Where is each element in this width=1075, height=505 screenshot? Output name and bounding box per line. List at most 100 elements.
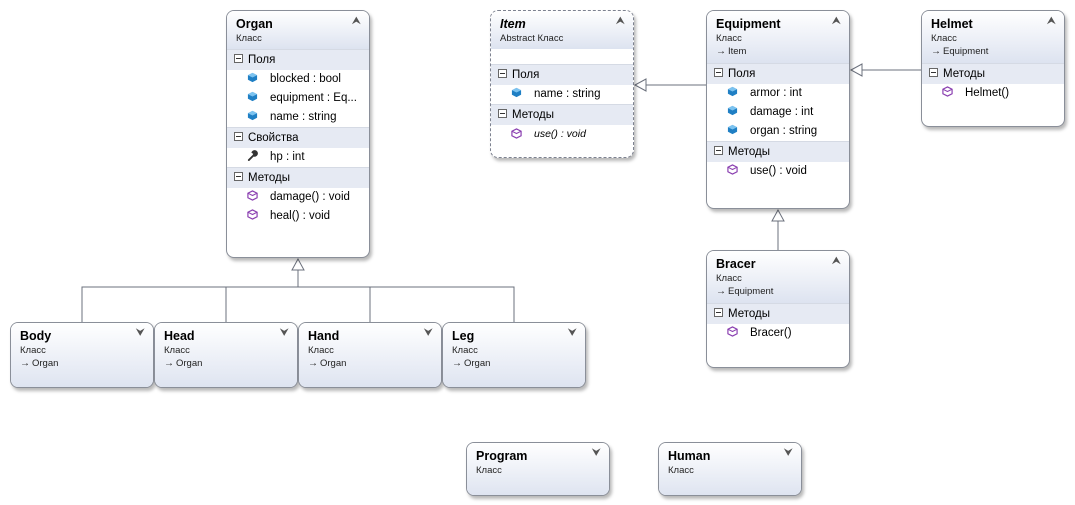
equipment-inheritance-arrowhead-right: [849, 63, 863, 77]
class-kind: Класс: [716, 273, 742, 284]
collapse-chevron-icon[interactable]: ⮝: [1046, 14, 1056, 27]
method-cube-icon: [942, 86, 953, 98]
class-organ-header[interactable]: Organ Класс ⮝: [227, 11, 369, 49]
class-human-header[interactable]: Human Класс ⮟: [659, 443, 801, 495]
section-label: Поля: [728, 68, 756, 80]
inherits-arrow-icon: →: [716, 46, 726, 57]
class-item-header[interactable]: Item Abstract Класс ⮝: [491, 11, 633, 49]
collapse-minus-icon[interactable]: [234, 172, 243, 182]
class-equipment-header[interactable]: Equipment Класс →Item ⮝: [707, 11, 849, 63]
expand-chevron-icon[interactable]: ⮟: [783, 446, 793, 459]
field-item[interactable]: organ : string: [707, 122, 849, 141]
class-name: Program: [476, 449, 528, 463]
field-item[interactable]: name : string: [227, 108, 369, 127]
class-head[interactable]: Head Класс →Organ ⮟: [154, 322, 298, 388]
method-cube-icon: [511, 127, 522, 139]
class-name: Leg: [452, 329, 475, 343]
field-item[interactable]: armor : int: [707, 84, 849, 103]
expand-chevron-icon[interactable]: ⮟: [591, 446, 601, 459]
collapse-minus-icon[interactable]: [498, 69, 507, 79]
base-class-label: →Item: [716, 46, 747, 57]
class-name: Hand: [308, 329, 340, 343]
organ-inheritance-arrowhead: [291, 257, 305, 271]
base-class-label: →Organ: [164, 358, 203, 369]
class-program-header[interactable]: Program Класс ⮟: [467, 443, 609, 495]
method-item[interactable]: Helmet(): [922, 84, 1064, 103]
collapse-minus-icon[interactable]: [929, 68, 938, 78]
class-hand[interactable]: Hand Класс →Organ ⮟: [298, 322, 442, 388]
methods-section-header[interactable]: Методы: [707, 141, 849, 162]
field-item[interactable]: name : string: [491, 85, 633, 104]
section-label: Методы: [248, 172, 290, 184]
class-helmet-header[interactable]: Helmet Класс →Equipment ⮝: [922, 11, 1064, 63]
method-item[interactable]: Bracer(): [707, 324, 849, 343]
class-leg[interactable]: Leg Класс →Organ ⮟: [442, 322, 586, 388]
collapse-chevron-icon[interactable]: ⮝: [615, 14, 625, 27]
field-cube-icon: [247, 92, 258, 102]
class-kind: Класс: [236, 33, 262, 44]
field-cube-icon: [511, 88, 522, 98]
section-label: Методы: [728, 308, 770, 320]
inherits-arrow-icon: →: [452, 358, 462, 369]
methods-section-header[interactable]: Методы: [922, 63, 1064, 84]
expand-chevron-icon[interactable]: ⮟: [279, 326, 289, 339]
collapse-minus-icon[interactable]: [234, 132, 243, 142]
class-body[interactable]: Body Класс →Organ ⮟: [10, 322, 154, 388]
class-equipment[interactable]: Equipment Класс →Item ⮝ Поля armor : int…: [706, 10, 850, 209]
base-class-label: →Equipment: [931, 46, 989, 57]
base-class-label: →Organ: [20, 358, 59, 369]
class-head-header[interactable]: Head Класс →Organ ⮟: [155, 323, 297, 387]
collapse-minus-icon[interactable]: [714, 146, 723, 156]
collapse-minus-icon[interactable]: [714, 308, 723, 318]
inherits-arrow-icon: →: [308, 358, 318, 369]
collapse-chevron-icon[interactable]: ⮝: [351, 14, 361, 27]
section-label: Методы: [943, 68, 985, 80]
class-bracer-header[interactable]: Bracer Класс →Equipment ⮝: [707, 251, 849, 303]
method-cube-icon: [727, 326, 738, 338]
expand-chevron-icon[interactable]: ⮟: [423, 326, 433, 339]
inherits-arrow-icon: →: [20, 358, 30, 369]
expand-chevron-icon[interactable]: ⮟: [135, 326, 145, 339]
method-item[interactable]: heal() : void: [227, 207, 369, 226]
class-human[interactable]: Human Класс ⮟: [658, 442, 802, 496]
methods-section-header[interactable]: Методы: [491, 104, 633, 125]
field-item[interactable]: equipment : Eq...: [227, 89, 369, 108]
method-item[interactable]: damage() : void: [227, 188, 369, 207]
class-item[interactable]: Item Abstract Класс ⮝ Поля name : string…: [490, 10, 634, 158]
properties-section-header[interactable]: Свойства: [227, 127, 369, 148]
class-bracer[interactable]: Bracer Класс →Equipment ⮝ Методы Bracer(…: [706, 250, 850, 368]
class-helmet[interactable]: Helmet Класс →Equipment ⮝ Методы Helmet(…: [921, 10, 1065, 127]
class-name: Organ: [236, 17, 273, 31]
class-organ[interactable]: Organ Класс ⮝ Поля blocked : bool equipm…: [226, 10, 370, 258]
property-item[interactable]: hp : int: [227, 148, 369, 167]
section-label: Методы: [512, 109, 554, 121]
class-name: Body: [20, 329, 52, 343]
inherits-arrow-icon: →: [931, 46, 941, 57]
fields-section-header[interactable]: Поля: [227, 49, 369, 70]
section-label: Поля: [248, 54, 276, 66]
fields-section-header[interactable]: Поля: [491, 64, 633, 85]
class-body-header[interactable]: Body Класс →Organ ⮟: [11, 323, 153, 387]
expand-chevron-icon[interactable]: ⮟: [567, 326, 577, 339]
collapse-chevron-icon[interactable]: ⮝: [831, 14, 841, 27]
collapse-chevron-icon[interactable]: ⮝: [831, 254, 841, 267]
collapse-minus-icon[interactable]: [714, 68, 723, 78]
collapse-minus-icon[interactable]: [234, 54, 243, 64]
methods-section-header[interactable]: Методы: [707, 303, 849, 324]
class-name: Head: [164, 329, 195, 343]
class-leg-header[interactable]: Leg Класс →Organ ⮟: [443, 323, 585, 387]
collapse-minus-icon[interactable]: [498, 109, 507, 119]
field-item[interactable]: damage : int: [707, 103, 849, 122]
class-program[interactable]: Program Класс ⮟: [466, 442, 610, 496]
methods-section-header[interactable]: Методы: [227, 167, 369, 188]
field-item[interactable]: blocked : bool: [227, 70, 369, 89]
class-name: Item: [500, 17, 526, 31]
method-item[interactable]: use() : void: [491, 125, 633, 144]
class-hand-header[interactable]: Hand Класс →Organ ⮟: [299, 323, 441, 387]
method-item[interactable]: use() : void: [707, 162, 849, 181]
wrench-icon: [247, 150, 258, 162]
class-name: Helmet: [931, 17, 973, 31]
method-cube-icon: [247, 190, 258, 202]
fields-section-header[interactable]: Поля: [707, 63, 849, 84]
